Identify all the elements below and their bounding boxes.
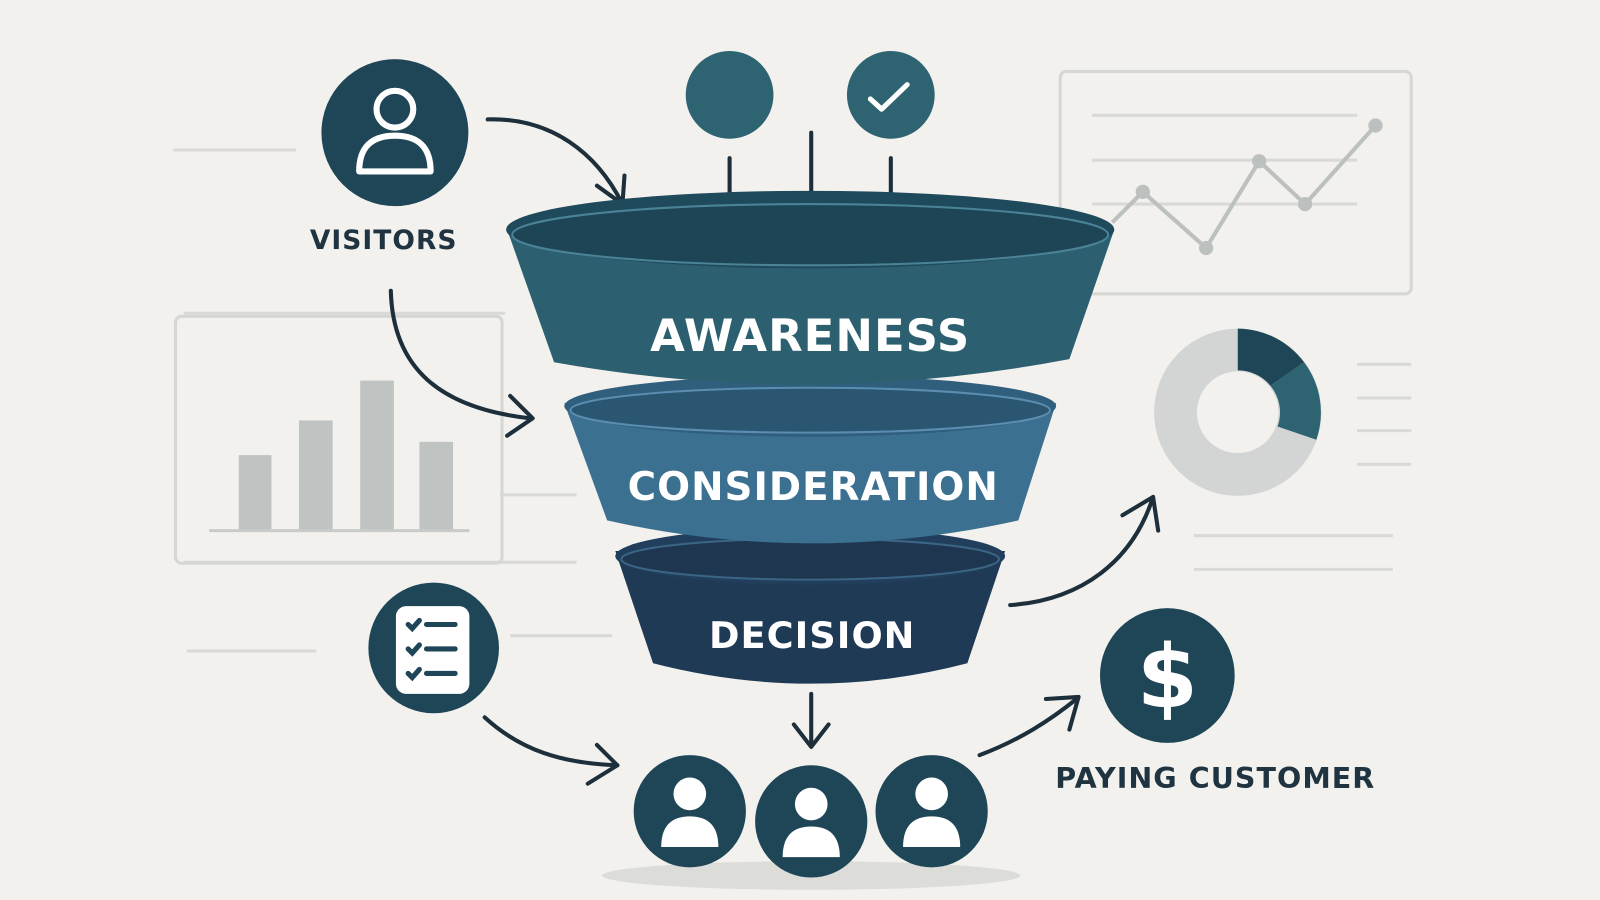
dollar-icon: $ (1100, 608, 1235, 743)
bar (360, 380, 394, 530)
flow-arrows (388, 117, 1161, 786)
funnel-stage-consideration: CONSIDERATION (564, 375, 1057, 544)
circle-icon (685, 51, 774, 139)
stage-label-awareness: AWARENESS (650, 309, 970, 362)
visitor-user-icon (321, 59, 469, 207)
bar-chart-panel (173, 314, 504, 565)
bar (238, 455, 272, 530)
paying-customer-label: PAYING CUSTOMER (1055, 761, 1375, 795)
customer-user-icon (755, 765, 868, 878)
funnel-stage-decision: DECISION (615, 527, 1006, 684)
visitors-label: VISITORS (310, 225, 458, 256)
check-icon (846, 51, 935, 139)
line-chart-panel (1058, 69, 1413, 296)
customer-user-icon (875, 755, 988, 868)
funnel-stage-awareness: AWARENESS (506, 190, 1115, 385)
customer-user-icon (633, 755, 746, 868)
currency-symbol: $ (1137, 626, 1198, 728)
stage-label-decision: DECISION (709, 614, 915, 657)
funnel: DECISION CONSIDERATION AWARENESS (506, 190, 1115, 684)
bar (298, 420, 333, 530)
stage-label-consideration: CONSIDERATION (628, 465, 999, 510)
donut-chart (1154, 328, 1322, 496)
bar (419, 441, 454, 530)
checklist-icon (368, 582, 499, 714)
